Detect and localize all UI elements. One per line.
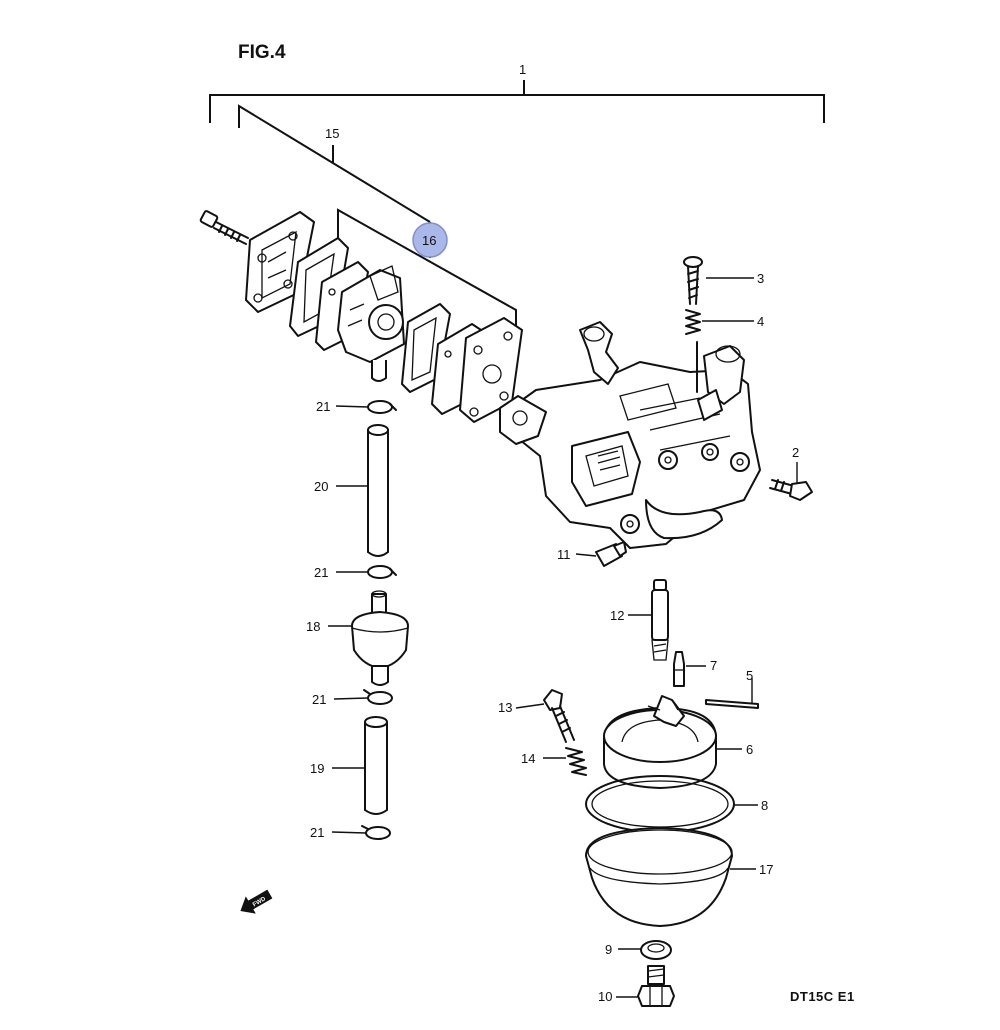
- figure-title: FIG.4: [238, 42, 286, 63]
- callout-20[interactable]: 20: [314, 479, 328, 494]
- callout-4[interactable]: 4: [757, 314, 764, 329]
- part-14-spring: [565, 747, 587, 776]
- callout-9[interactable]: 9: [605, 942, 612, 957]
- callout-7[interactable]: 7: [710, 658, 717, 673]
- callout-15[interactable]: 15: [325, 126, 339, 141]
- callout-1[interactable]: 1: [519, 62, 526, 77]
- part-4-spring: [685, 309, 701, 335]
- callout-19[interactable]: 19: [310, 761, 324, 776]
- part-21-clip-b: [367, 565, 397, 579]
- fuel-pump-bracket: [238, 104, 431, 223]
- part-6-float: [603, 695, 717, 789]
- callout-8[interactable]: 8: [761, 798, 768, 813]
- callout-17[interactable]: 17: [759, 862, 773, 877]
- part-2-screw: [769, 479, 813, 501]
- part-21-clip-c: [363, 689, 393, 705]
- part-5-pin: [705, 699, 759, 709]
- figure-code: DT15C E1: [790, 989, 855, 1004]
- leader-lines: [328, 277, 798, 998]
- callout-16-highlight[interactable]: [412, 222, 448, 258]
- part-9-washer: [640, 940, 672, 960]
- callout-13[interactable]: 13: [498, 700, 512, 715]
- assembly-bracket: [209, 80, 825, 123]
- callout-21b[interactable]: 21: [314, 565, 328, 580]
- callout-18[interactable]: 18: [306, 619, 320, 634]
- callout-21a[interactable]: 21: [316, 399, 330, 414]
- part-18-fuel-filter: [351, 590, 409, 686]
- carburetor-body: [499, 321, 761, 549]
- callout-10[interactable]: 10: [598, 989, 612, 1004]
- callout-21c[interactable]: 21: [312, 692, 326, 707]
- part-21-clip-d: [361, 825, 391, 840]
- part-10-drain-bolt: [637, 965, 675, 1007]
- part-12-jet-tube: [651, 579, 669, 661]
- callout-3[interactable]: 3: [757, 271, 764, 286]
- part-20-hose: [367, 424, 389, 557]
- callout-2[interactable]: 2: [792, 445, 799, 460]
- part-17-float-bowl: [585, 827, 733, 927]
- callout-5[interactable]: 5: [746, 668, 753, 683]
- part-21-clip-a: [367, 400, 397, 414]
- pump-body: [337, 265, 405, 382]
- callout-6[interactable]: 6: [746, 742, 753, 757]
- part-13-screw: [543, 689, 575, 743]
- callout-21d[interactable]: 21: [310, 825, 324, 840]
- part-19-hose: [364, 716, 388, 815]
- part-7-needle: [673, 651, 685, 687]
- pump-bolt: [199, 210, 249, 245]
- callout-12[interactable]: 12: [610, 608, 624, 623]
- part-3-screw: [683, 256, 703, 305]
- callout-14[interactable]: 14: [521, 751, 535, 766]
- part-11-plug: [595, 541, 627, 567]
- callout-16[interactable]: 16: [422, 233, 436, 248]
- callout-11[interactable]: 11: [557, 547, 571, 562]
- front-arrow-icon: FWD: [240, 889, 273, 914]
